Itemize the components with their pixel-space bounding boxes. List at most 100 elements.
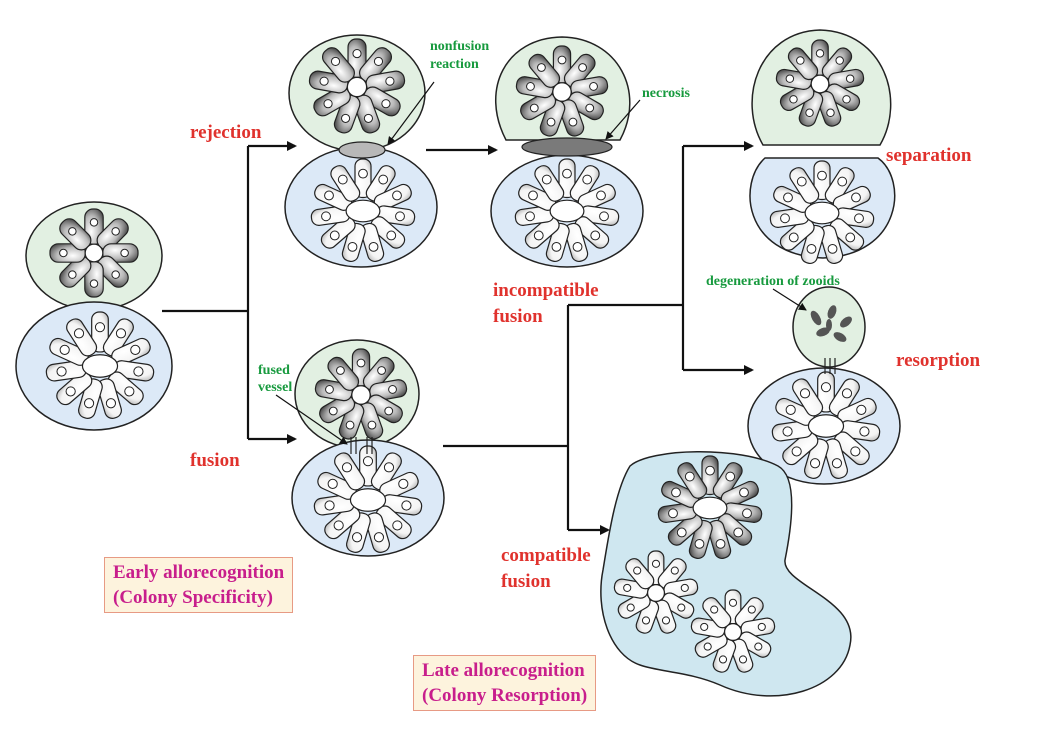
separation-bottom-system — [769, 160, 875, 265]
start-top-system — [49, 208, 139, 298]
zooid-nucleus — [809, 458, 821, 469]
zooid-nucleus — [56, 366, 67, 377]
zooid-nucleus — [377, 366, 386, 375]
label-compatible-1: compatible — [501, 545, 591, 566]
zooid-nucleus — [837, 176, 848, 187]
zooid-nucleus — [677, 603, 686, 612]
zooid-nucleus — [842, 95, 851, 104]
zooid-nucleus — [854, 213, 864, 224]
zooid-nucleus — [817, 170, 827, 181]
rejection-top-system — [308, 38, 406, 134]
zooid-nucleus — [799, 388, 811, 399]
label-fusion: fusion — [190, 450, 240, 471]
common-cloaca — [349, 488, 387, 512]
common-cloaca — [692, 496, 728, 520]
common-cloaca — [345, 199, 381, 223]
zooid-nucleus — [68, 270, 77, 279]
zooid-nucleus — [684, 471, 695, 482]
late-allorecognition-box: Late allorecognition (Colony Resorption) — [413, 655, 597, 711]
zooid-nucleus — [124, 386, 135, 397]
zooid-nucleus — [845, 232, 856, 243]
zooid-systems — [45, 38, 881, 673]
necrosis-zone — [521, 137, 613, 157]
zooid-nucleus — [859, 426, 870, 437]
zooid-nucleus — [641, 616, 651, 625]
zooid-nucleus — [705, 465, 715, 476]
zooid-nucleus — [788, 232, 799, 243]
nonfusion-reaction-zone — [338, 141, 386, 159]
zooid-nucleus — [670, 566, 679, 575]
zooid-nucleus — [130, 344, 141, 355]
zooid-nucleus — [367, 420, 377, 430]
zooid-nucleus — [340, 113, 351, 123]
separation-top-system — [775, 39, 865, 127]
label-separation: separation — [886, 145, 972, 166]
zooid-nucleus — [785, 74, 795, 83]
label-rejection: rejection — [190, 122, 262, 143]
zooid-nucleus — [728, 598, 738, 607]
zooid-nucleus — [363, 113, 374, 123]
zooid-nucleus — [351, 532, 363, 543]
zooid-nucleus — [585, 103, 595, 113]
zooid-nucleus — [826, 108, 835, 118]
zooid-nucleus — [398, 478, 409, 489]
common-cloaca — [552, 82, 572, 102]
zooid-nucleus — [546, 117, 556, 127]
zooid-nucleus — [827, 243, 838, 254]
zooid-nucleus — [568, 117, 578, 127]
zooid-nucleus — [525, 211, 535, 222]
zooid-nucleus — [537, 63, 546, 72]
label-necrosis: necrosis — [642, 86, 691, 101]
zooid-nucleus — [739, 487, 749, 498]
zooid-nucleus — [551, 241, 562, 252]
degenerating-zooids — [810, 305, 852, 342]
label-compatible-2: fusion — [501, 571, 551, 592]
early-allorecognition-box: Early allorecognition (Colony Specificit… — [104, 557, 294, 613]
zooid-nucleus — [782, 426, 793, 437]
zooid-nucleus — [111, 270, 120, 279]
zooid-nucleus — [831, 458, 843, 469]
zooid-nucleus — [796, 56, 805, 65]
label-degeneration: degeneration of zooids — [706, 274, 840, 289]
common-cloaca — [346, 76, 368, 98]
common-cloaca — [807, 414, 845, 438]
zooid-nucleus — [324, 190, 334, 201]
compatible-upper-system — [657, 455, 763, 560]
zooid-nucleus — [345, 420, 355, 430]
zooid-nucleus — [783, 192, 793, 203]
zooid-nucleus — [373, 532, 385, 543]
label-fused-2: vessel — [258, 380, 292, 395]
zooid-nucleus — [661, 616, 671, 625]
zooid-nucleus — [791, 446, 802, 457]
common-cloaca — [646, 583, 665, 602]
zooid-nucleus — [59, 248, 68, 258]
zooid-nucleus — [373, 56, 384, 66]
flow-arrows — [162, 141, 754, 535]
zooid-nucleus — [796, 176, 807, 187]
zooid-nucleus — [319, 76, 329, 86]
zooid-nucleus — [845, 74, 855, 83]
fused-vessel-lines — [350, 437, 373, 454]
zooid-nucleus — [700, 622, 709, 631]
zooid-nucleus — [384, 406, 394, 416]
label-nonfusion-1: nonfusion — [430, 39, 489, 54]
zooid-nucleus — [73, 328, 85, 339]
necrosis-bottom-system — [514, 158, 620, 263]
zooid-nucleus — [676, 527, 687, 538]
zooid-nucleus — [671, 487, 681, 498]
zooid-nucleus — [715, 538, 726, 549]
zooid-nucleus — [386, 230, 397, 241]
early-box-line1: Early allorecognition — [113, 562, 285, 583]
zooid-nucleus — [362, 456, 374, 467]
zooid-nucleus — [747, 605, 756, 614]
zooid-nucleus — [89, 218, 99, 227]
common-cloaca — [81, 354, 119, 378]
zooid-nucleus — [68, 227, 77, 236]
zooid-nucleus — [528, 190, 538, 201]
compatible-right-system — [690, 589, 776, 673]
zooid-nucleus — [841, 388, 853, 399]
zooid-nucleus — [105, 398, 117, 409]
zooid-nucleus — [651, 559, 661, 568]
zooid-nucleus — [330, 56, 341, 66]
compatible-left-system — [613, 550, 699, 634]
